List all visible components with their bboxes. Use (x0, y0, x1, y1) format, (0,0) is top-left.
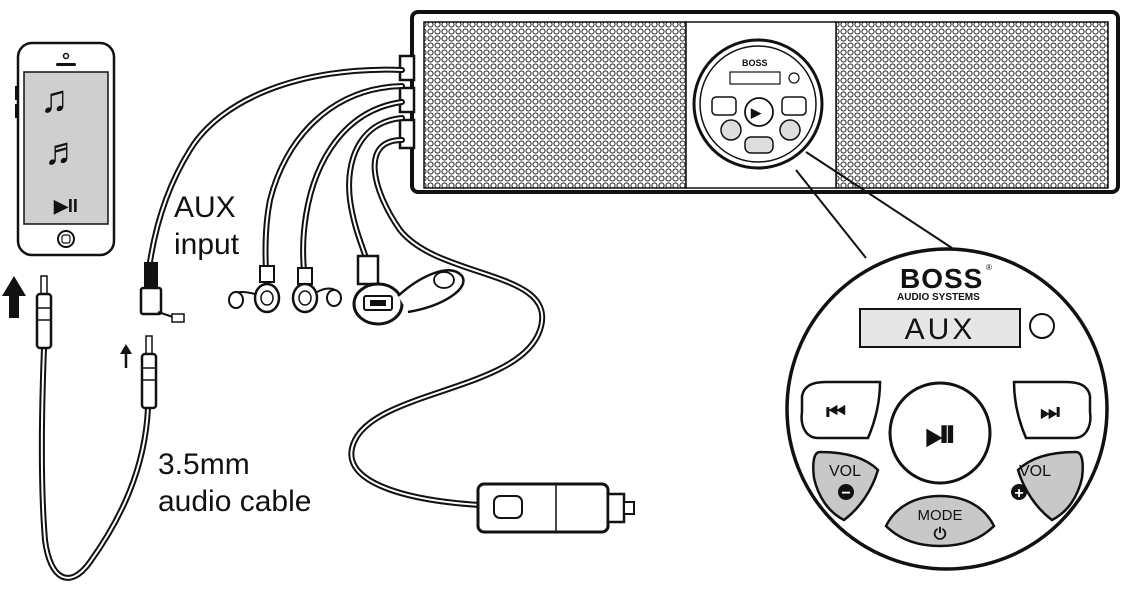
small-control-panel: BOSS ▶ (692, 38, 824, 170)
volume-down-button[interactable]: VOL − (812, 450, 880, 522)
aux-input-label-line1: AUX (174, 191, 236, 224)
ir-sensor (1029, 313, 1055, 339)
phone-screen (23, 71, 109, 225)
zoom-callout-lines (795, 151, 953, 259)
minus-icon: − (841, 485, 850, 502)
volume-up-label: VOL (1019, 463, 1051, 480)
audio-cable-plug-phone (35, 275, 53, 350)
audio-cable-plug-top (140, 335, 158, 410)
audio-systems-text: AUDIO SYSTEMS (897, 292, 980, 303)
left-speaker-grille (423, 21, 687, 189)
mode-label: MODE (918, 507, 963, 524)
aux-input-label-line2: input (174, 228, 240, 261)
power-plug (476, 482, 635, 534)
control-panel-detail: BOSS ® AUDIO SYSTEMS AUX ⏮ ⏭ ⏯ VOL − VOL (785, 247, 1109, 571)
play-pause-button[interactable]: ⏯ (888, 381, 992, 485)
boss-logo: BOSS (900, 263, 983, 294)
phone-play-pause-icon: ▶II (53, 196, 78, 216)
round-connector-2 (291, 267, 342, 314)
registered-mark: ® (986, 263, 992, 272)
volume-down-label: VOL (829, 463, 861, 480)
power-icon: ⏻ (934, 526, 947, 543)
plus-icon: + (1014, 485, 1023, 502)
speaker-bar: BOSS ▶ (398, 10, 1120, 194)
cables (38, 66, 546, 581)
phone-home-button (57, 230, 75, 248)
next-track-icon: ⏭ (1040, 399, 1060, 424)
prev-track-button[interactable]: ⏮ (800, 380, 882, 440)
audio-cable-label-line2: audio cable (158, 485, 312, 518)
next-track-button[interactable]: ⏭ (1012, 380, 1092, 440)
aux-input-jack (139, 262, 185, 323)
lcd-display-text: AUX (905, 313, 976, 346)
audio-cable-label-line1: 3.5mm (158, 448, 250, 481)
mode-button[interactable]: MODE ⏻ (884, 494, 996, 548)
play-pause-icon: ⏯ (925, 412, 957, 456)
music-note-icon-2: ♬ (44, 131, 82, 173)
lcd-display (859, 308, 1021, 348)
music-note-icon-1: ♫ (40, 79, 69, 121)
round-connector-1 (228, 265, 281, 314)
small-brand-text: BOSS (742, 58, 768, 68)
right-speaker-grille (835, 21, 1109, 189)
smartphone: ♫ ♬ ▶II (15, 41, 116, 257)
prev-track-icon: ⏮ (826, 399, 846, 424)
svg-text:▶: ▶ (750, 105, 762, 120)
insert-arrow-large (2, 276, 26, 318)
usb-port (352, 254, 465, 326)
insert-arrow-small (120, 344, 132, 368)
volume-up-button[interactable]: VOL + (1011, 450, 1084, 522)
